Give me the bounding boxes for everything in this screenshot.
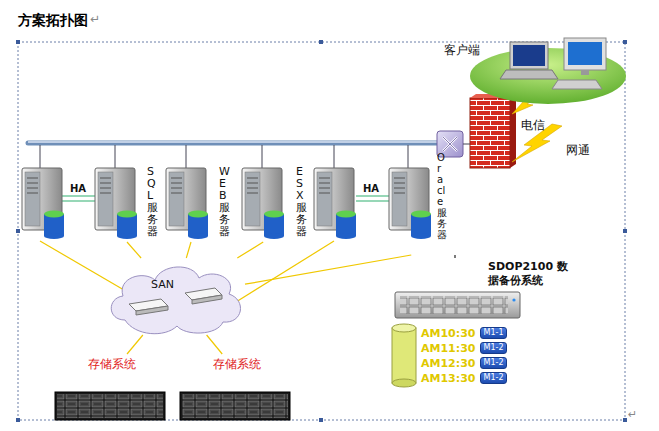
router-mark	[443, 137, 457, 151]
backup-tag: M1-2	[480, 342, 507, 354]
page-frame	[18, 42, 625, 420]
server-icon	[22, 168, 64, 239]
node-text: 存储系统	[180, 356, 294, 373]
storage-bays	[57, 394, 163, 418]
server-node: SQL服务器	[93, 162, 161, 242]
connector	[455, 255, 456, 258]
status-light	[512, 298, 515, 301]
node-text: WEB服务器	[219, 166, 230, 239]
server-node: Oracle服务器	[385, 150, 460, 255]
connector	[207, 335, 223, 354]
monitor-frame	[564, 38, 606, 70]
node-text: SAN	[151, 278, 174, 291]
connector-line	[127, 242, 141, 258]
node-text: SDOP2100 数据备份系统	[488, 260, 568, 288]
node-text: 客户端	[444, 42, 480, 59]
text-label: HA	[363, 183, 379, 194]
firewall	[470, 98, 510, 168]
text-label: 电信	[521, 117, 545, 134]
bus-to-router	[463, 144, 470, 145]
backup-tag: M1-2	[480, 372, 507, 384]
text-label: ↵	[90, 12, 100, 26]
node-text: M1-2	[481, 373, 506, 383]
text-label: AM13:30	[421, 372, 475, 385]
server-icon	[166, 168, 208, 239]
node-text: M1-2	[481, 358, 506, 368]
san-cloud: SAN	[105, 258, 245, 335]
text-label: 网通	[566, 142, 590, 159]
server-icon	[314, 168, 356, 239]
connector	[186, 242, 191, 258]
node-text: Oracle服务器	[437, 152, 447, 240]
connector-line	[207, 335, 223, 354]
backup-appliance	[395, 292, 520, 318]
connector	[127, 242, 141, 258]
page-title: 方案拓扑图	[18, 12, 88, 30]
san-cloud-shape	[111, 267, 240, 334]
network-bus	[28, 141, 437, 146]
node-text: ESX服务器	[296, 166, 307, 239]
storage-rack	[55, 392, 165, 420]
node-text: M1-2	[481, 343, 506, 353]
server-icon	[242, 168, 284, 239]
backup-system: SDOP2100 数据备份系统	[393, 258, 575, 322]
connector-line	[237, 242, 263, 258]
storage-rack	[180, 392, 290, 420]
client-cloud: 客户端	[440, 36, 628, 106]
connector	[237, 242, 263, 258]
storage-system: 存储系统	[180, 354, 294, 390]
frame-handles	[16, 40, 627, 422]
router-mark-outline	[443, 137, 457, 151]
connector-line	[186, 242, 191, 258]
connector-line	[454, 255, 455, 258]
connector-line	[127, 335, 143, 354]
text-label: ↵	[628, 408, 637, 421]
network-bus-shine	[28, 141, 437, 143]
laptop-screen	[510, 42, 548, 69]
connector	[127, 335, 143, 354]
backup-tag: M1-1	[480, 327, 507, 339]
keyboard	[552, 80, 602, 89]
server-icon	[389, 168, 431, 239]
laptop-base	[500, 70, 558, 79]
server-icon	[95, 168, 137, 239]
connector-line	[245, 255, 411, 284]
backup-volume-top	[392, 324, 416, 332]
node-text: M1-1	[481, 328, 506, 338]
san-illustration	[105, 258, 245, 335]
backup-volume-bottom	[392, 379, 416, 387]
node-text: 存储系统	[55, 356, 169, 373]
text-label: AM11:30	[421, 342, 475, 355]
monitor-display	[568, 42, 602, 65]
bus-drops	[40, 145, 408, 168]
firewall-side	[510, 94, 516, 168]
server-node: ESX服务器	[238, 162, 310, 242]
storage-system: 存储系统	[55, 354, 169, 390]
text-label: AM10:30	[421, 327, 475, 340]
san-switch-front	[192, 295, 222, 304]
connector	[245, 255, 411, 284]
storage-bays	[182, 394, 288, 418]
backup-bays	[400, 296, 508, 314]
san-switch-front	[136, 306, 168, 315]
node-text: SQL服务器	[147, 166, 158, 239]
laptop-display	[513, 45, 545, 66]
text-label: AM12:30	[421, 357, 475, 370]
monitor-stand	[581, 70, 589, 75]
backup-tag: M1-2	[480, 357, 507, 369]
backup-volume	[392, 328, 416, 383]
server-node: WEB服务器	[163, 162, 233, 242]
text-label: HA	[70, 183, 86, 194]
